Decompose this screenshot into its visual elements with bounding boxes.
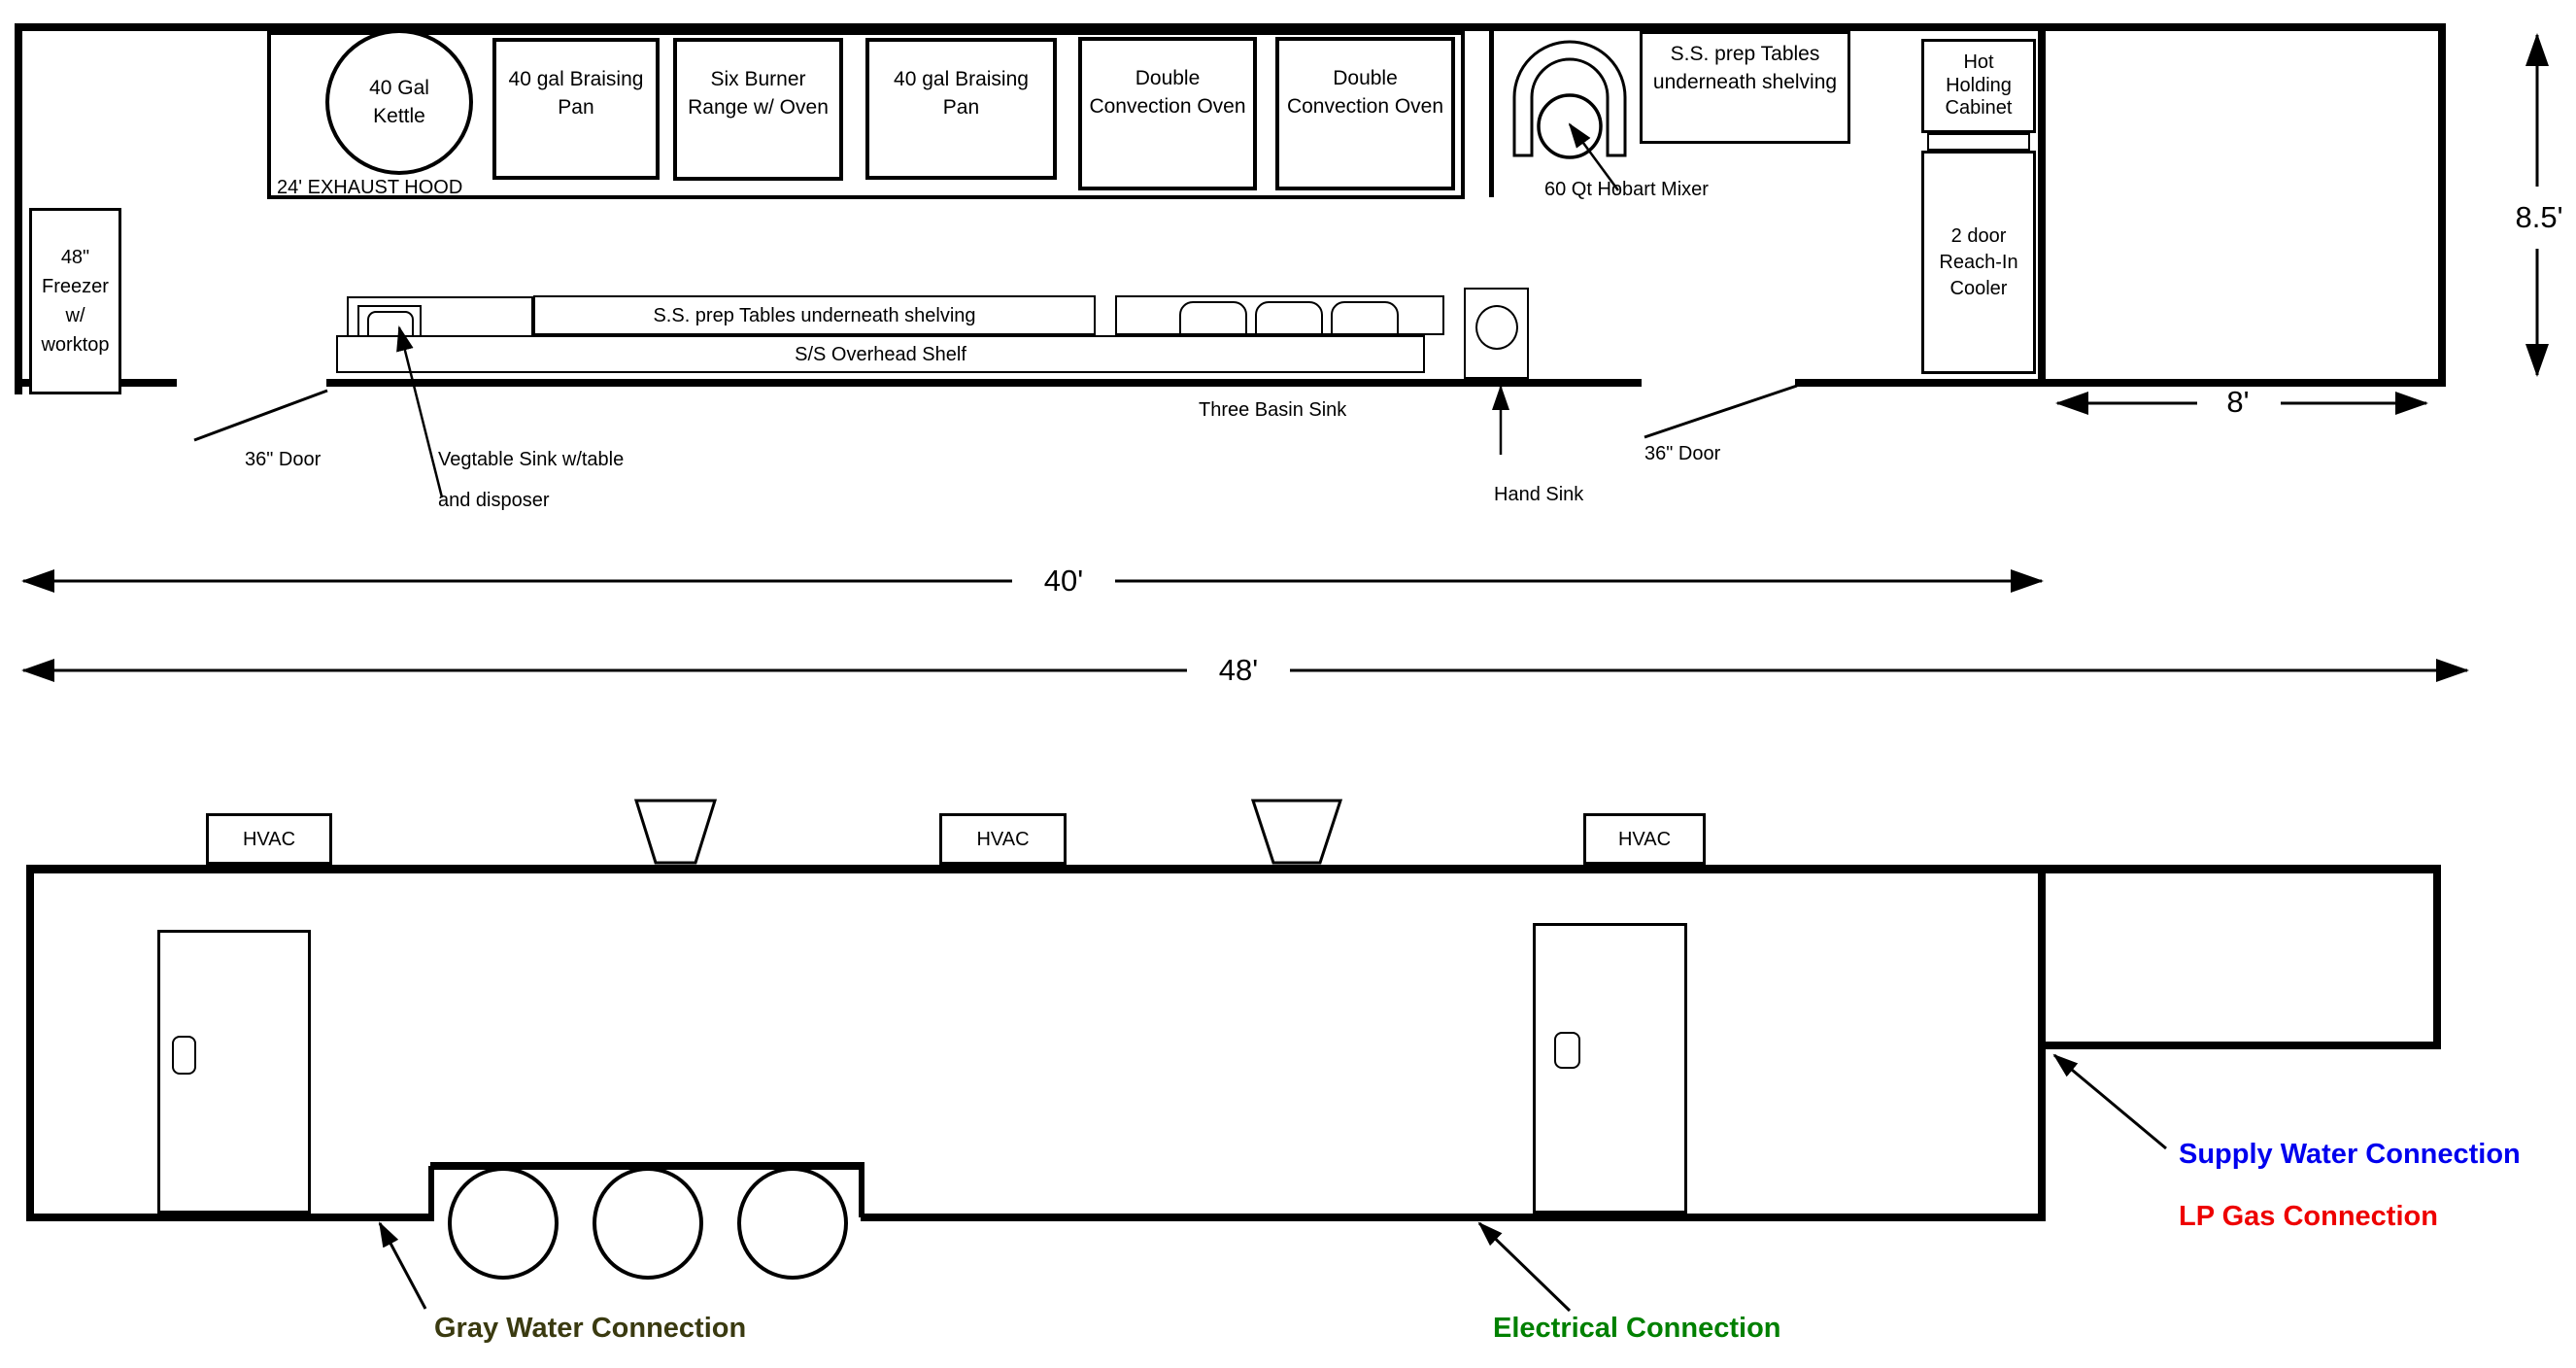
dim-48ft-label: 48': [1218, 653, 1259, 687]
wheel-well-top: [430, 1162, 864, 1170]
porch-right-wall: [2433, 865, 2441, 1049]
sink-basin-2: [1255, 301, 1323, 335]
porch-bottom-wall: [2046, 1042, 2441, 1049]
prep-table-island: S.S. prep Tables underneath shelving: [533, 295, 1096, 335]
elev-bottom-left: [26, 1214, 434, 1221]
wheel-well-right: [859, 1166, 864, 1217]
six-burner-range-label: Six Burner Range w/ Oven: [688, 68, 829, 120]
roof-vent-1: [633, 799, 718, 865]
roof-vent-2: [1250, 799, 1343, 865]
supply-water-label: Supply Water Connection: [2179, 1139, 2521, 1170]
prep-table-wall: S.S. prep Tables underneath shelving: [1640, 31, 1850, 144]
reach-in-cooler: 2 door Reach-In Cooler: [1921, 151, 2036, 374]
entry-door-left-handle: [172, 1036, 196, 1075]
dim-8ft-label: 8': [2226, 385, 2250, 419]
exhaust-hood-label: 24' EXHAUST HOOD: [277, 177, 463, 198]
gray-water-arrow: [378, 1221, 427, 1310]
door-left-swing: [193, 389, 328, 442]
braising-pan-1-label: 40 gal Braising Pan: [508, 68, 644, 120]
hot-holding-label: Hot Holding Cabinet: [1945, 51, 2013, 120]
hvac-3-label: HVAC: [1617, 828, 1672, 850]
hvac-unit-2: HVAC: [939, 813, 1067, 865]
veg-sink-label-line2: and disposer: [438, 490, 550, 511]
plan-partition-wall: [2038, 23, 2046, 387]
entry-door-right: [1533, 923, 1687, 1214]
mixer-label: 60 Qt Hobart Mixer: [1544, 179, 1709, 200]
overhead-shelf-label: S/S Overhead Shelf: [795, 343, 966, 365]
convection-oven-1-label: Double Convection Oven: [1089, 67, 1246, 119]
supply-water-arrow: [2052, 1053, 2167, 1150]
electrical-label: Electrical Connection: [1493, 1313, 1781, 1344]
gray-water-label: Gray Water Connection: [434, 1313, 747, 1344]
six-burner-range: Six Burner Range w/ Oven: [673, 38, 843, 181]
three-basin-label: Three Basin Sink: [1199, 399, 1347, 421]
convection-oven-2: Double Convection Oven: [1275, 37, 1455, 190]
convection-oven-2-label: Double Convection Oven: [1286, 67, 1444, 119]
hvac-2-label: HVAC: [976, 828, 1030, 850]
hot-holding-cabinet: Hot Holding Cabinet: [1921, 39, 2036, 133]
braising-pan-1: 40 gal Braising Pan: [492, 38, 660, 180]
hand-sink-bowl: [1475, 305, 1518, 350]
wheel-well-left: [428, 1166, 434, 1217]
plan-top-wall: [15, 23, 2446, 31]
cabinet-base: [1927, 133, 2030, 151]
hvac-1-label: HVAC: [242, 828, 296, 850]
door-right-label: 36" Door: [1644, 443, 1721, 464]
plan-bottom-wall-center: [326, 379, 1642, 387]
wheels: [448, 1167, 848, 1280]
sink-basin-1: [1179, 301, 1247, 335]
elev-roof: [26, 865, 2441, 873]
elev-bottom-right: [861, 1214, 2046, 1221]
hobart-mixer: [1512, 40, 1627, 159]
plan-left-wall: [15, 23, 22, 394]
convection-oven-1: Double Convection Oven: [1078, 37, 1257, 190]
plan-bottom-wall-right: [1795, 379, 2446, 387]
freezer-label: 48" Freezer w/ worktop: [41, 247, 110, 356]
sink-basin-3: [1331, 301, 1399, 335]
elev-left-wall: [26, 865, 34, 1221]
door-right-swing: [1644, 384, 1798, 439]
freezer: 48" Freezer w/ worktop: [29, 208, 121, 394]
reach-in-cooler-label: 2 door Reach-In Cooler: [1939, 224, 2018, 299]
kettle: 40 Gal Kettle: [325, 29, 473, 175]
braising-pan-2-label: 40 gal Braising Pan: [894, 68, 1029, 120]
kettle-label: 40 Gal Kettle: [369, 76, 429, 127]
hvac-unit-3: HVAC: [1583, 813, 1706, 865]
hand-sink-label: Hand Sink: [1494, 484, 1584, 505]
veg-sink-label-line1: Vegtable Sink w/table: [438, 449, 625, 470]
door-left-label: 36" Door: [245, 449, 322, 470]
lp-gas-label: LP Gas Connection: [2179, 1201, 2438, 1232]
braising-pan-2: 40 gal Braising Pan: [865, 38, 1057, 180]
hvac-unit-1: HVAC: [206, 813, 332, 865]
elev-body-right-wall: [2038, 865, 2046, 1221]
overhead-shelf: S/S Overhead Shelf: [336, 335, 1425, 373]
dim-8p5ft-label: 8.5': [2515, 200, 2563, 234]
electrical-arrow: [1477, 1221, 1572, 1313]
entry-door-right-handle: [1554, 1032, 1580, 1069]
plan-right-wall: [2438, 23, 2446, 387]
prep-table-wall-label: S.S. prep Tables underneath shelving: [1652, 43, 1838, 94]
plan-hood-end-wall: [1489, 31, 1494, 197]
dim-40ft-label: 40': [1043, 564, 1084, 598]
prep-table-island-label: S.S. prep Tables underneath shelving: [653, 304, 976, 326]
